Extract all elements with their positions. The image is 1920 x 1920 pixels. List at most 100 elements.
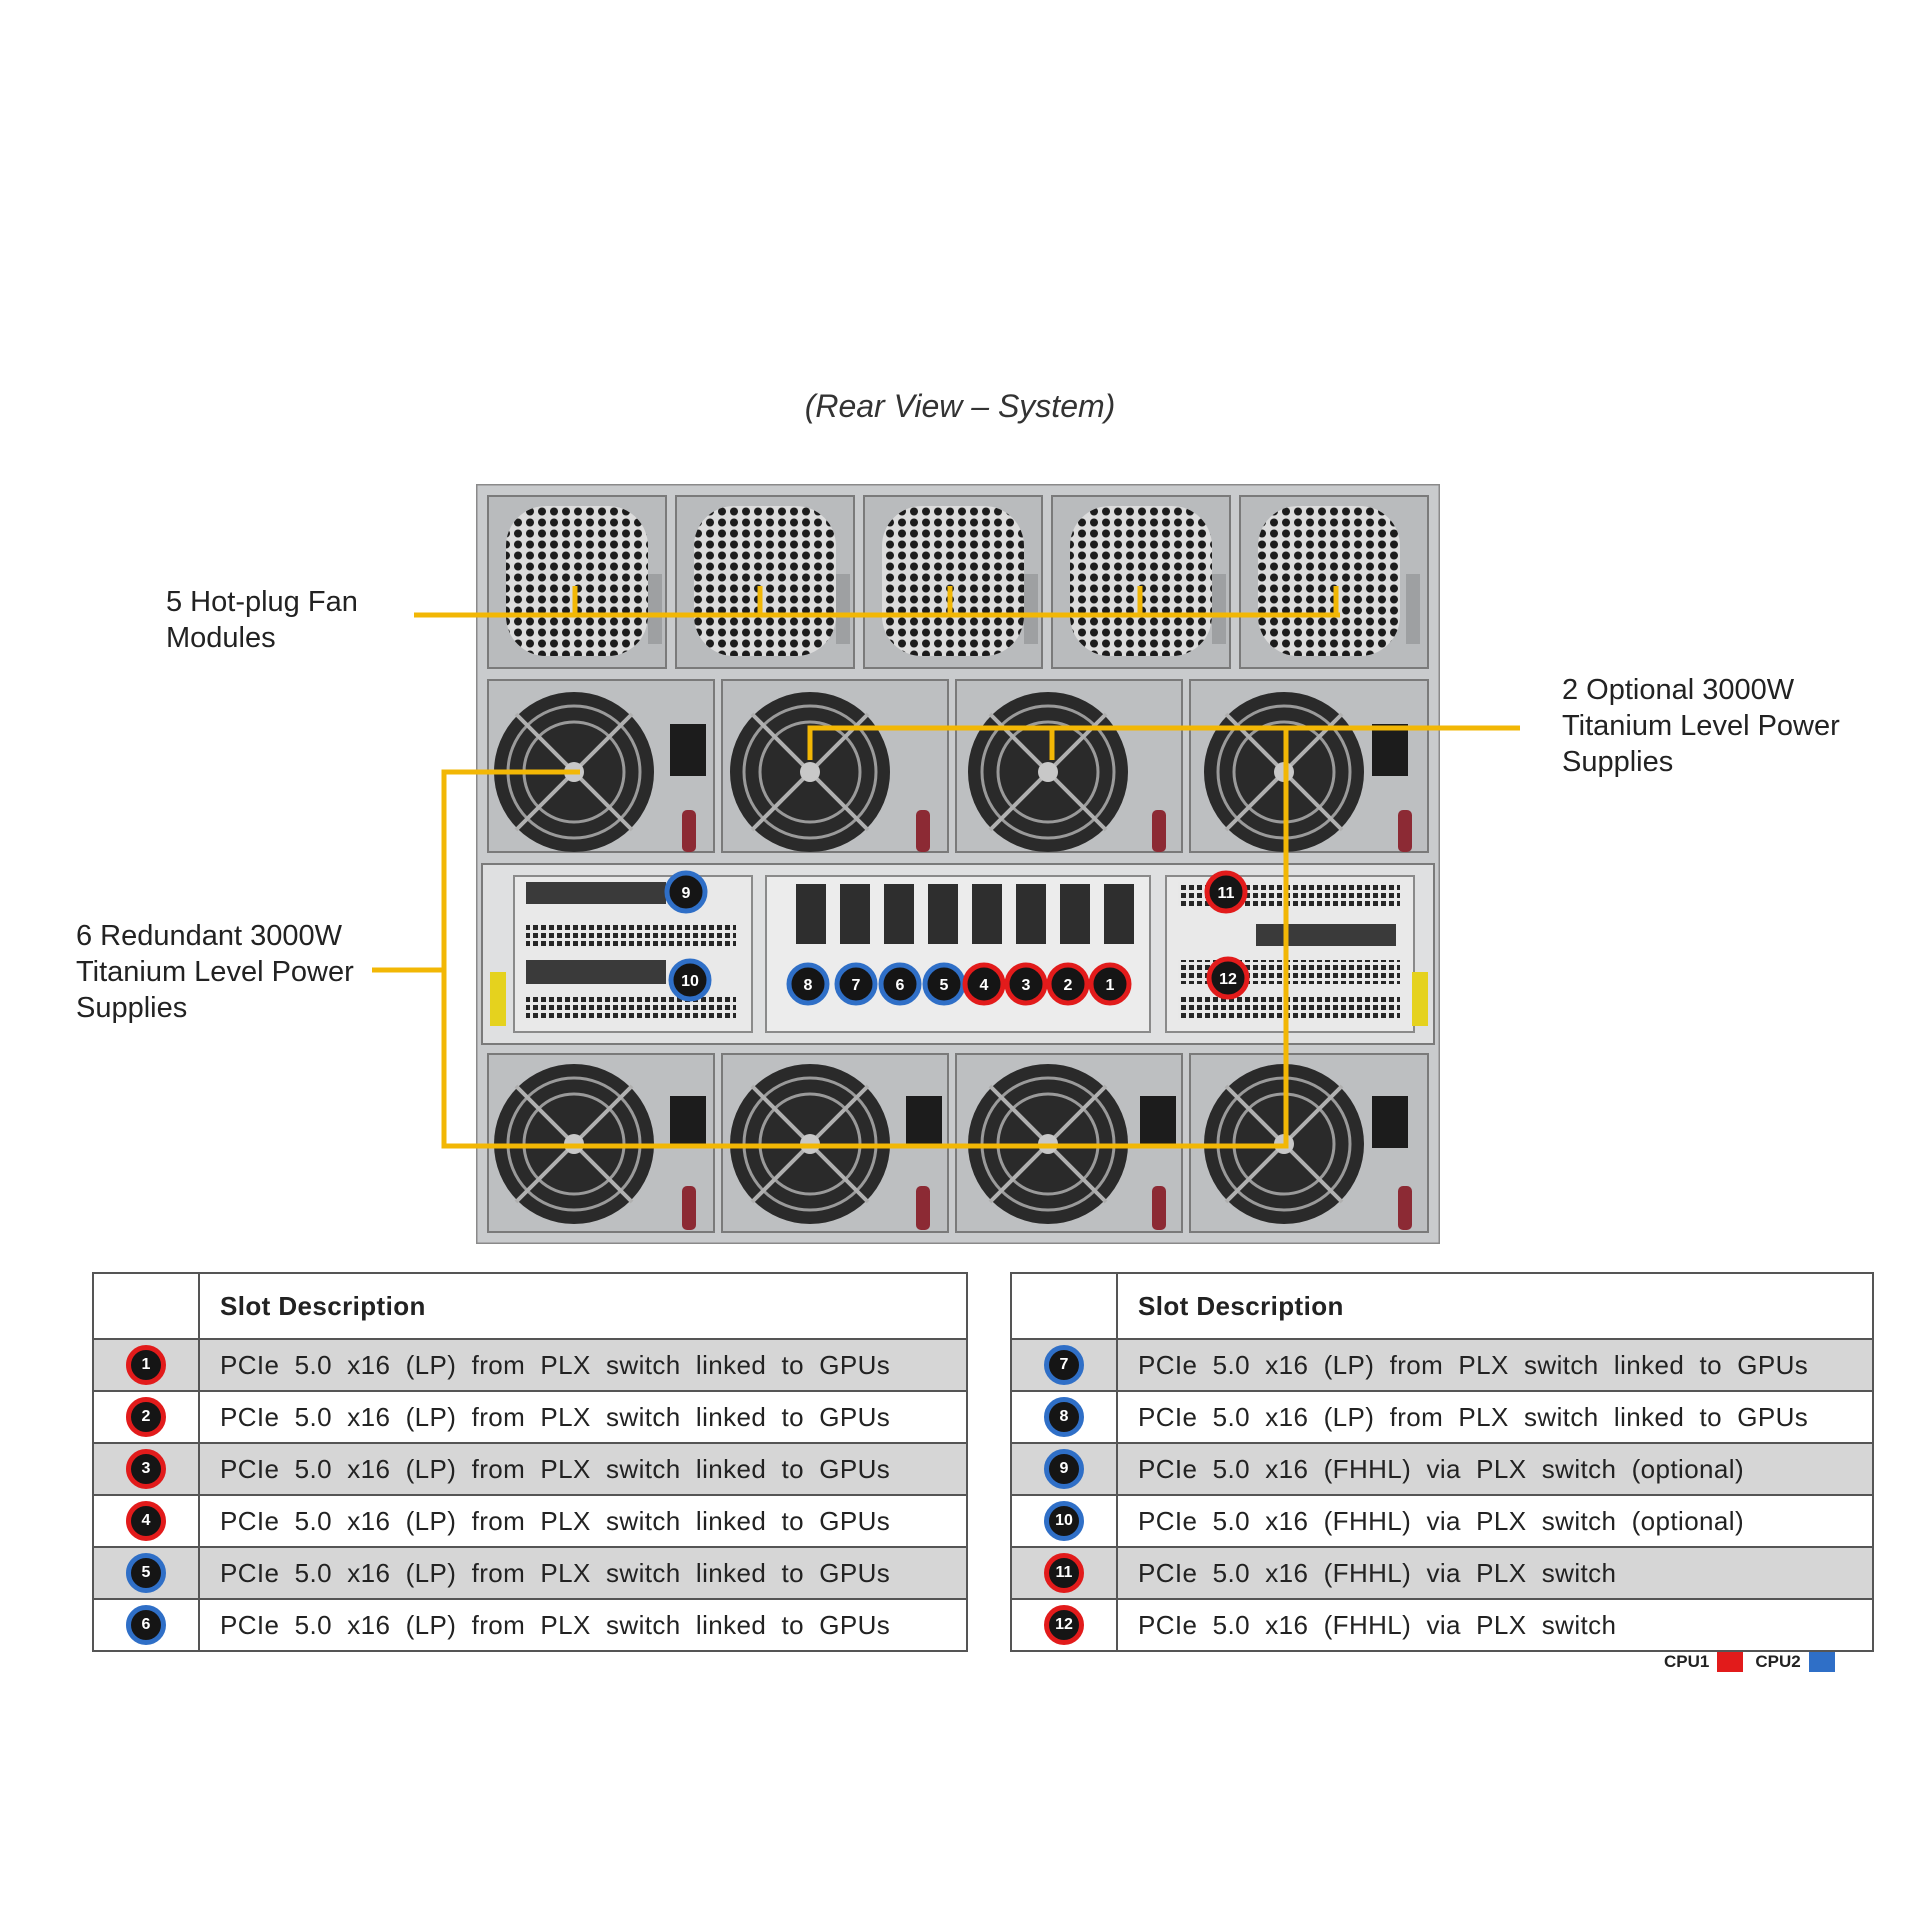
slot-description-cell: PCIe 5.0 x16 (FHHL) via PLX switch xyxy=(1138,1557,1617,1588)
callout-fan-modules: 5 Hot-plug Fan Modules xyxy=(166,584,358,656)
table-row: 12 PCIe 5.0 x16 (FHHL) via PLX switch xyxy=(1012,1600,1872,1650)
chassis-slot-badge-9: 9 xyxy=(664,870,708,914)
callout-fan-line2: Modules xyxy=(166,622,276,654)
slot-badge-icon: 8 xyxy=(1044,1397,1084,1437)
header-slot-description: Slot Description xyxy=(220,1290,426,1321)
table-row: 6 PCIe 5.0 x16 (LP) from PLX switch linke… xyxy=(94,1600,966,1650)
slot-number-cell: 3 xyxy=(94,1444,200,1494)
slot-number-cell: 8 xyxy=(1012,1392,1118,1442)
table-row: 11 PCIe 5.0 x16 (FHHL) via PLX switch xyxy=(1012,1548,1872,1600)
slot-description-cell: PCIe 5.0 x16 (LP) from PLX switch linked… xyxy=(220,1557,891,1588)
table-row: 5 PCIe 5.0 x16 (LP) from PLX switch linke… xyxy=(94,1548,966,1600)
slot-description-cell: PCIe 5.0 x16 (FHHL) via PLX switch xyxy=(1138,1609,1617,1640)
slot-description-cell: PCIe 5.0 x16 (LP) from PLX switch linked… xyxy=(1138,1401,1809,1432)
figure-caption: (Rear View – System) xyxy=(804,388,1116,424)
chassis-slot-badge-1: 1 xyxy=(1088,962,1132,1006)
table-row: 3 PCIe 5.0 x16 (LP) from PLX switch linke… xyxy=(94,1444,966,1496)
callout-optional-line2: Titanium Level Power xyxy=(1562,710,1840,742)
header-empty-cell xyxy=(94,1274,200,1338)
psu-upper-1[interactable] xyxy=(487,679,715,853)
expansion-section xyxy=(481,863,1435,1045)
slot-badge-icon: 11 xyxy=(1044,1553,1084,1593)
callout-redundant-line1: 6 Redundant 3000W xyxy=(76,920,343,952)
fan-module-4[interactable] xyxy=(1051,495,1231,669)
callout-redundant-line2: Titanium Level Power xyxy=(76,956,354,988)
slot-description-cell: PCIe 5.0 x16 (LP) from PLX switch linked… xyxy=(220,1505,891,1536)
slot-table-right-header: Slot Description xyxy=(1012,1274,1872,1340)
slot-description-cell: PCIe 5.0 x16 (LP) from PLX switch linked… xyxy=(1138,1349,1809,1380)
badge-label: 7 xyxy=(852,977,861,994)
slot-badge-icon: 5 xyxy=(126,1553,166,1593)
legend-cpu1-swatch xyxy=(1717,1652,1744,1672)
fan-modules-row xyxy=(487,495,1429,669)
psu-lower-3[interactable] xyxy=(955,1053,1183,1233)
slot-badge-icon: 6 xyxy=(126,1605,166,1645)
callout-optional-line3: Supplies xyxy=(1562,746,1674,778)
chassis-slot-badge-4: 4 xyxy=(962,962,1006,1006)
psu-lower-4[interactable] xyxy=(1189,1053,1429,1233)
badge-label: 4 xyxy=(980,977,989,994)
slot-number-cell: 6 xyxy=(94,1600,200,1650)
slot-badge-icon: 12 xyxy=(1044,1605,1084,1645)
psu-upper-2[interactable] xyxy=(721,679,949,853)
table-row: 4 PCIe 5.0 x16 (LP) from PLX switch linke… xyxy=(94,1496,966,1548)
slot-number-cell: 12 xyxy=(1012,1600,1118,1650)
header-empty-cell xyxy=(1012,1274,1118,1338)
table-row: 7 PCIe 5.0 x16 (LP) from PLX switch linke… xyxy=(1012,1340,1872,1392)
slot-table-left-header: Slot Description xyxy=(94,1274,966,1340)
slot-badge-icon: 10 xyxy=(1044,1501,1084,1541)
chassis-slot-badge-8: 8 xyxy=(786,962,830,1006)
callout-redundant-psu: 6 Redundant 3000W Titanium Level Power S… xyxy=(76,918,354,1026)
slot-number-cell: 10 xyxy=(1012,1496,1118,1546)
psu-lower-1[interactable] xyxy=(487,1053,715,1233)
table-row: 1 PCIe 5.0 x16 (LP) from PLX switch linke… xyxy=(94,1340,966,1392)
slot-badge-icon: 9 xyxy=(1044,1449,1084,1489)
psu-row-lower xyxy=(487,1053,1429,1233)
chassis-slot-badge-11: 11 xyxy=(1204,870,1248,914)
badge-label: 3 xyxy=(1022,977,1031,994)
slot-description-cell: PCIe 5.0 x16 (FHHL) via PLX switch (opti… xyxy=(1138,1505,1745,1536)
slot-number-cell: 5 xyxy=(94,1548,200,1598)
callout-optional-line1: 2 Optional 3000W xyxy=(1562,674,1795,706)
badge-label: 8 xyxy=(804,977,813,994)
legend-cpu2-label: CPU2 xyxy=(1755,1652,1801,1671)
callout-optional-psu: 2 Optional 3000W Titanium Level Power Su… xyxy=(1562,672,1840,780)
slot-description-cell: PCIe 5.0 x16 (LP) from PLX switch linked… xyxy=(220,1349,891,1380)
fan-module-3[interactable] xyxy=(863,495,1043,669)
badge-label: 9 xyxy=(682,885,691,902)
badge-label: 10 xyxy=(681,973,699,990)
slot-description-cell: PCIe 5.0 x16 (LP) from PLX switch linked… xyxy=(220,1453,891,1484)
psu-upper-3[interactable] xyxy=(955,679,1183,853)
chassis-slot-badge-2: 2 xyxy=(1046,962,1090,1006)
slot-description-cell: PCIe 5.0 x16 (LP) from PLX switch linked… xyxy=(220,1609,891,1640)
header-slot-description: Slot Description xyxy=(1138,1290,1344,1321)
psu-row-upper xyxy=(487,679,1429,853)
slot-badge-icon: 7 xyxy=(1044,1345,1084,1385)
legend-cpu2-swatch xyxy=(1808,1652,1835,1672)
chassis-slot-badge-3: 3 xyxy=(1004,962,1048,1006)
badge-label: 5 xyxy=(940,977,949,994)
fan-module-5[interactable] xyxy=(1239,495,1429,669)
legend-cpu1-label: CPU1 xyxy=(1664,1652,1710,1671)
badge-label: 2 xyxy=(1064,977,1073,994)
chassis-slot-badge-10: 10 xyxy=(668,958,712,1002)
slot-badge-icon: 2 xyxy=(126,1397,166,1437)
chassis-slot-badge-6: 6 xyxy=(878,962,922,1006)
fan-module-2[interactable] xyxy=(675,495,855,669)
psu-lower-2[interactable] xyxy=(721,1053,949,1233)
slot-number-cell: 4 xyxy=(94,1496,200,1546)
badge-label: 6 xyxy=(896,977,905,994)
slot-number-cell: 1 xyxy=(94,1340,200,1390)
badge-label: 12 xyxy=(1219,971,1237,988)
slot-badge-icon: 4 xyxy=(126,1501,166,1541)
slot-number-cell: 2 xyxy=(94,1392,200,1442)
table-row: 10 PCIe 5.0 x16 (FHHL) via PLX switch (op… xyxy=(1012,1496,1872,1548)
fan-module-1[interactable] xyxy=(487,495,667,669)
psu-upper-4[interactable] xyxy=(1189,679,1429,853)
